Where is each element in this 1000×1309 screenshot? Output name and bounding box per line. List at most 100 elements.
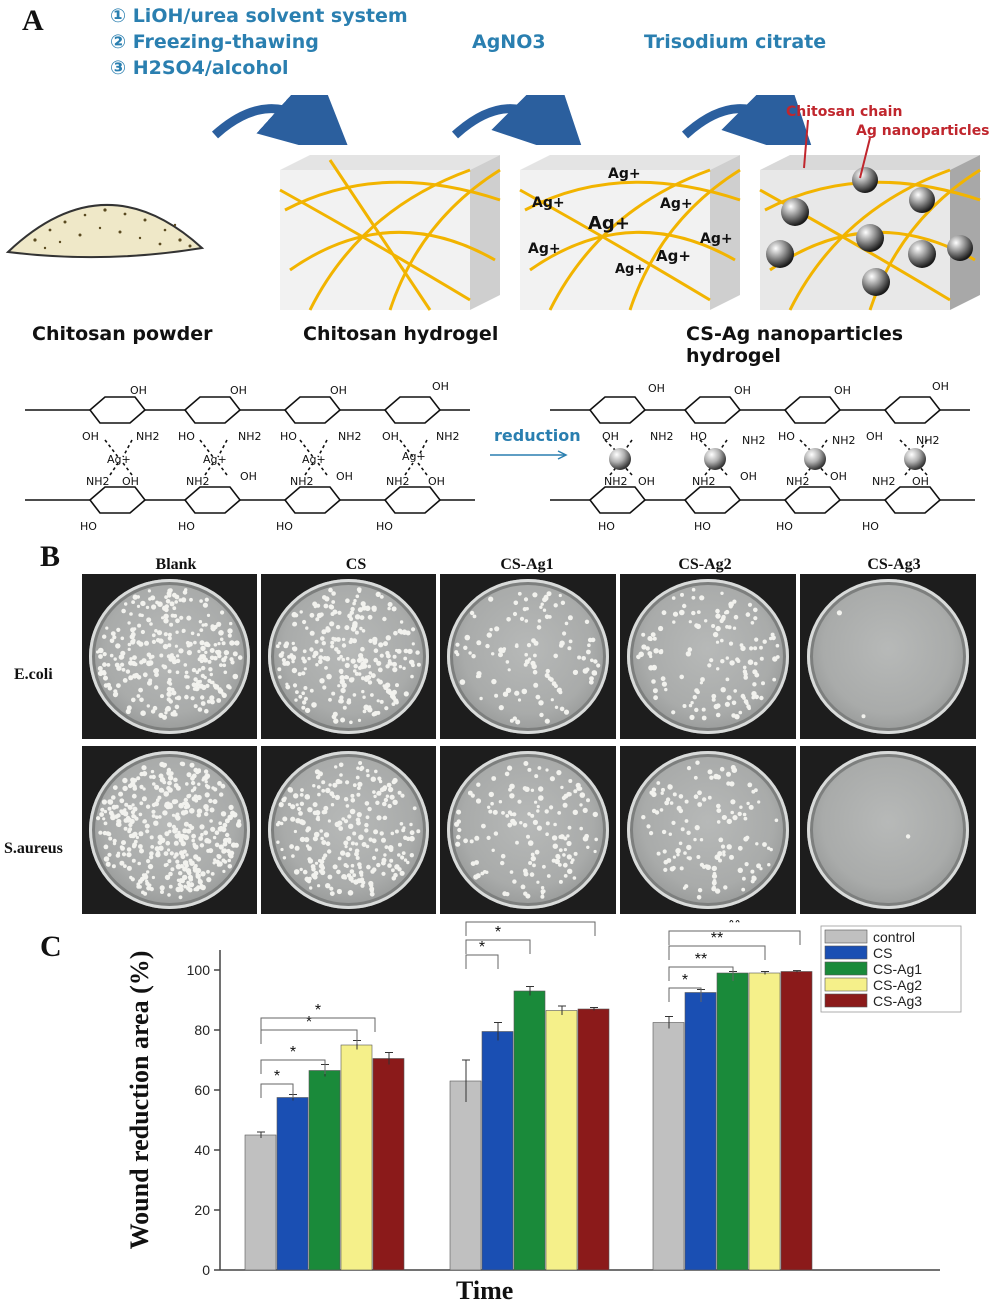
- bar-cs-2: [481, 1031, 514, 1271]
- significance-bracket: [260, 1059, 326, 1074]
- caption-cs-ag-hydrogel: CS-Ag nanoparticles hydrogel: [686, 323, 904, 367]
- ag-ion-7: Ag+: [656, 247, 691, 265]
- plate-saureus-cs: [261, 746, 436, 914]
- col-title-cs-ag3: CS-Ag3: [867, 556, 921, 573]
- legend-label: CS: [873, 945, 892, 961]
- chem-r-oh-6: OH: [866, 430, 883, 443]
- bar-cs-ag2-3: [748, 972, 781, 1271]
- row-title-ecoli: E.coli: [14, 666, 53, 683]
- bar-cs-ag3-1: [372, 1058, 405, 1271]
- bar-cs-ag2-2: [545, 1010, 578, 1271]
- significance-bracket: [465, 954, 499, 969]
- caption-chitosan-hydrogel: Chitosan hydrogel: [303, 323, 499, 345]
- chem-r-oh-5: OH: [602, 430, 619, 443]
- y-tick-label: 100: [187, 962, 211, 978]
- significance-star: *: [682, 972, 688, 989]
- significance-star: *: [315, 1002, 321, 1019]
- significance-star: *: [274, 1068, 280, 1085]
- chem-r-nh2-2: NH2: [742, 434, 766, 447]
- legend-swatch: [824, 945, 868, 960]
- significance-bracket: [668, 930, 801, 945]
- chem-ag-1: Ag+: [107, 453, 131, 466]
- chem-oh-9: OH: [336, 470, 353, 483]
- petri-dish: [807, 751, 969, 909]
- bar-cs-ag1-2: [513, 990, 546, 1271]
- petri-dish: [89, 578, 250, 735]
- chem-r-ho-5: HO: [776, 520, 793, 533]
- chem-r-ho-3: HO: [598, 520, 615, 533]
- plate-ecoli-cs-ag1: [440, 574, 616, 739]
- significance-bracket: [260, 1083, 294, 1098]
- chem-nh2-8: NH2: [386, 475, 410, 488]
- chitosan-powder-pile: [5, 204, 205, 259]
- chem-oh-3: OH: [330, 384, 347, 397]
- col-title-cs: CS: [345, 556, 367, 573]
- legend-swatch: [824, 961, 868, 976]
- legend-label: control: [873, 929, 915, 945]
- chemical-reduction-scheme: [25, 396, 975, 514]
- reagent-citrate: Trisodium citrate: [644, 31, 827, 53]
- bar-control-3: [652, 1022, 685, 1271]
- chem-r-nh2-4: NH2: [916, 434, 940, 447]
- chem-nh2-2: NH2: [238, 430, 262, 443]
- legend-swatch: [824, 993, 868, 1008]
- chem-ho-6: HO: [376, 520, 393, 533]
- chem-r-oh-4: OH: [932, 380, 949, 393]
- significance-bracket: [668, 945, 766, 960]
- bar-cs-ag1-3: [716, 972, 749, 1271]
- step-3: ③ H2SO4/alcohol: [110, 57, 289, 79]
- chem-r-ho-6: HO: [862, 520, 879, 533]
- chem-oh-5: OH: [82, 430, 99, 443]
- ag-ion-6: Ag+: [700, 231, 733, 247]
- significance-bracket: [465, 921, 596, 936]
- ag-ion-3: Ag+: [660, 196, 693, 212]
- y-axis-title: Wound reduction area (%): [125, 950, 154, 1250]
- significance-star: *: [527, 920, 533, 923]
- chem-ag-4: Ag+: [402, 450, 426, 463]
- significance-star: **: [728, 920, 740, 932]
- legend-label: CS-Ag3: [873, 993, 922, 1009]
- chem-ho-5: HO: [276, 520, 293, 533]
- chem-nh2-3: NH2: [338, 430, 362, 443]
- y-tick-label: 20: [194, 1202, 210, 1218]
- bar-cs-1: [276, 1097, 309, 1271]
- chem-r-ho-4: HO: [694, 520, 711, 533]
- chem-r-oh-9: OH: [830, 470, 847, 483]
- chem-oh-8: OH: [240, 470, 257, 483]
- step-2: ② Freezing-thawing: [110, 31, 319, 53]
- arrow-2: [451, 95, 587, 145]
- chem-oh-10: OH: [428, 475, 445, 488]
- legend-label: CS-Ag1: [873, 961, 922, 977]
- chem-r-oh-1: OH: [648, 382, 665, 395]
- plate-saureus-cs-ag2: [620, 746, 796, 914]
- bar-cs-3: [684, 992, 717, 1271]
- y-tick-label: 0: [202, 1262, 210, 1278]
- petri-dish: [627, 751, 789, 909]
- chem-nh2-7: NH2: [290, 475, 314, 488]
- chem-nh2-4: NH2: [436, 430, 460, 443]
- panel-a-letter: A: [22, 4, 44, 37]
- significance-star: *: [479, 939, 485, 956]
- petri-dish: [447, 751, 609, 909]
- chem-r-ho-2: HO: [778, 430, 795, 443]
- row-title-saureus: S.aureus: [4, 840, 63, 857]
- petri-dish: [268, 751, 429, 909]
- y-tick-label: 40: [194, 1142, 210, 1158]
- petri-dish: [268, 578, 429, 735]
- chem-r-nh2-8: NH2: [872, 475, 896, 488]
- significance-star: **: [711, 930, 723, 947]
- chem-nh2-1: NH2: [136, 430, 160, 443]
- chem-ho-2: HO: [280, 430, 297, 443]
- y-tick-label: 80: [194, 1022, 210, 1038]
- bar-cs-ag3-2: [577, 1008, 610, 1271]
- ag-ion-1: Ag+: [608, 166, 641, 182]
- chem-r-oh-10: OH: [912, 475, 929, 488]
- petri-dish: [447, 578, 609, 735]
- ag-nanoparticles-label: Ag nanoparticles: [856, 123, 990, 139]
- chem-ho-3: HO: [80, 520, 97, 533]
- plate-saureus-cs-ag1: [440, 746, 616, 914]
- ag-ion-2: Ag+: [532, 195, 565, 211]
- plate-ecoli-cs-ag2: [620, 574, 796, 739]
- chem-r-oh-2: OH: [734, 384, 751, 397]
- legend-label: CS-Ag2: [873, 977, 922, 993]
